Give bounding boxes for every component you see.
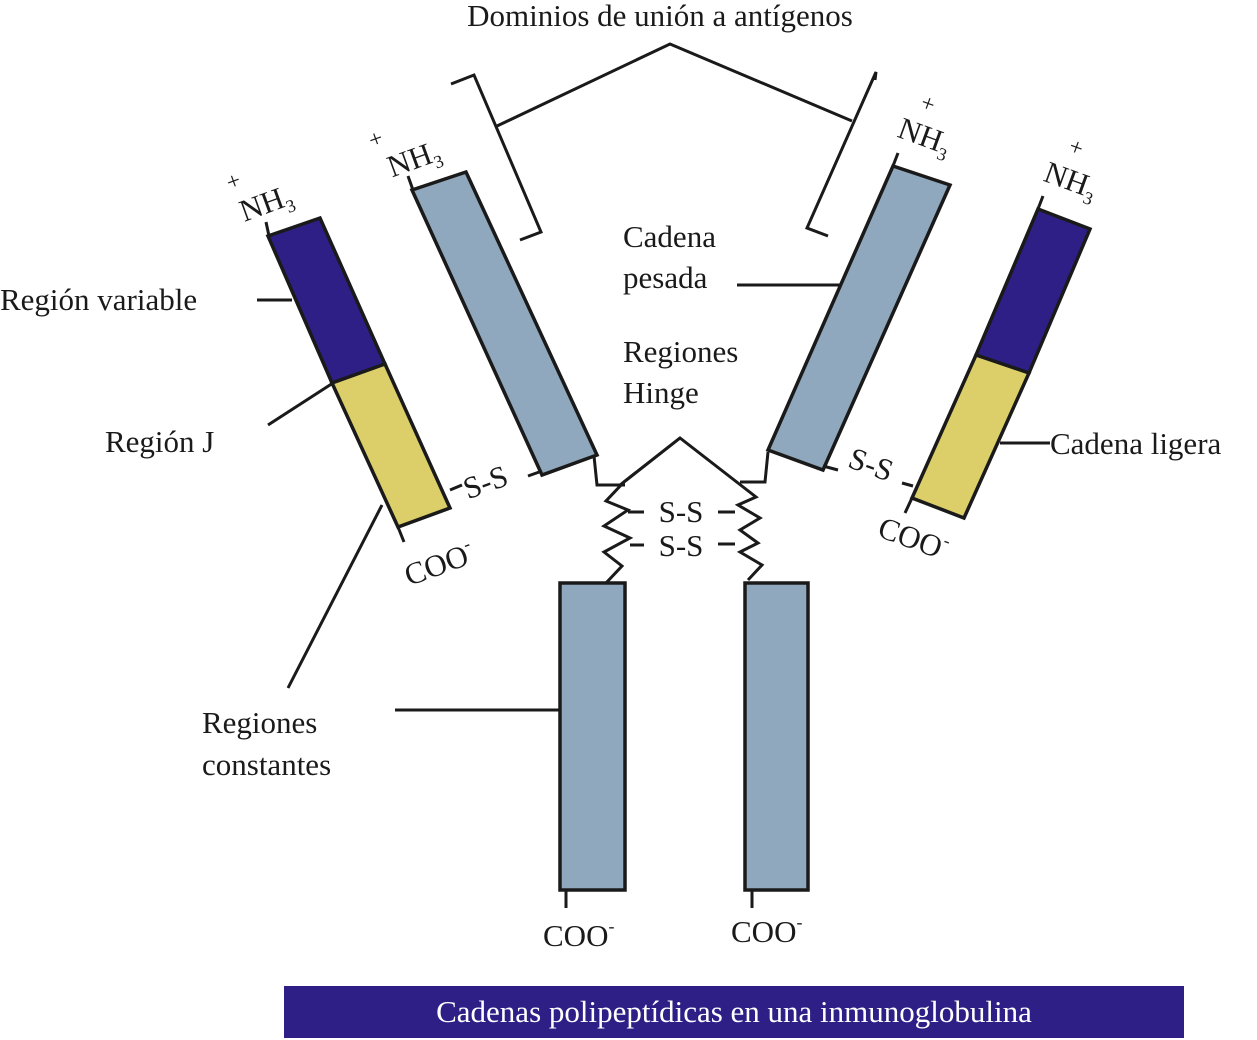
left-heavy-fab-region xyxy=(409,169,600,478)
left-heavy-n-tick xyxy=(406,175,415,191)
right-light-variable-region xyxy=(973,206,1093,376)
left-light-chain xyxy=(264,215,463,543)
hinge-ss-bond-2: S-S xyxy=(659,528,704,563)
hinge-ss-bond-1: S-S xyxy=(659,494,704,529)
left-light-n-tick xyxy=(264,221,271,237)
constant-regions-label-line2: constantes xyxy=(202,747,331,782)
constant-regions-label-line1: Regiones xyxy=(202,705,317,740)
left-fc-coo: COO- xyxy=(543,916,614,953)
light-chain-label: Cadena ligera xyxy=(1050,426,1222,461)
right-heavy-fc-region xyxy=(743,581,810,892)
svg-text:COO-: COO- xyxy=(399,534,479,593)
left-heavy-chain-fab xyxy=(406,169,625,487)
svg-text:NH3: NH3 xyxy=(382,133,446,188)
hinge-regions-label-line1: Regiones xyxy=(623,334,738,369)
right-light-n-tick xyxy=(1036,195,1045,210)
hinge-region: S-S S-S xyxy=(600,436,765,585)
left-ss-bond: S-S xyxy=(458,458,512,506)
right-light-nh3: + NH3 xyxy=(1038,134,1102,210)
right-ss-bond: S-S xyxy=(844,440,898,488)
left-antigen-bracket xyxy=(450,73,543,242)
right-heavy-chain-fab xyxy=(740,152,953,484)
variable-region-label: Región variable xyxy=(0,282,197,317)
hinge-outline-left xyxy=(600,436,681,585)
right-light-ss-tick xyxy=(901,481,914,488)
right-heavy-nh3: + NH3 xyxy=(892,90,956,165)
svg-text:+: + xyxy=(1065,134,1087,163)
svg-text:COO-: COO- xyxy=(874,508,954,567)
right-light-constant-region xyxy=(909,352,1032,521)
hinge-outline-right xyxy=(619,436,765,582)
right-light-chain xyxy=(901,195,1093,521)
svg-text:S-S: S-S xyxy=(458,458,512,506)
left-heavy-ss-tick xyxy=(527,469,543,478)
left-hinge-connector xyxy=(592,455,625,487)
caption-bar: Cadenas polipeptídicas en una inmunoglob… xyxy=(284,986,1184,1038)
right-heavy-fab-region xyxy=(765,163,953,473)
j-region-pointer xyxy=(267,381,334,427)
svg-text:NH3: NH3 xyxy=(892,110,956,165)
left-light-coo: COO- xyxy=(399,534,479,593)
svg-text:NH3: NH3 xyxy=(1038,154,1102,209)
caption-text: Cadenas polipeptídicas en una inmunoglob… xyxy=(436,994,1032,1029)
right-antigen-bracket xyxy=(804,71,878,238)
right-heavy-ss-tick xyxy=(822,464,839,472)
hinge-regions-label-line2: Hinge xyxy=(623,375,699,410)
left-light-nh3: + NH3 xyxy=(223,167,299,228)
j-region-label: Región J xyxy=(105,424,214,459)
left-heavy-nh3: + NH3 xyxy=(365,125,446,188)
left-heavy-fc-region xyxy=(558,581,627,892)
constant-regions-pointer-light xyxy=(286,504,384,689)
right-heavy-n-tick xyxy=(891,152,900,167)
heavy-chain-label-line2: pesada xyxy=(623,260,708,295)
right-hinge-connector xyxy=(740,451,770,484)
right-light-c-tick xyxy=(903,497,914,514)
left-light-ss-tick xyxy=(449,483,463,492)
right-fc-coo: COO- xyxy=(731,912,802,949)
antigen-binding-domains-label: Dominios de unión a antígenos xyxy=(467,0,853,33)
svg-text:S-S: S-S xyxy=(844,440,898,488)
heavy-chain-label-line1: Cadena xyxy=(623,219,716,254)
right-light-coo: COO- xyxy=(874,508,954,567)
antigen-binding-pointer-lines xyxy=(496,42,853,128)
right-heavy-chain-fc: COO- xyxy=(731,581,810,949)
left-heavy-chain-fc: COO- xyxy=(543,581,627,953)
left-light-constant-region xyxy=(329,361,453,530)
left-light-c-tick xyxy=(396,526,406,543)
